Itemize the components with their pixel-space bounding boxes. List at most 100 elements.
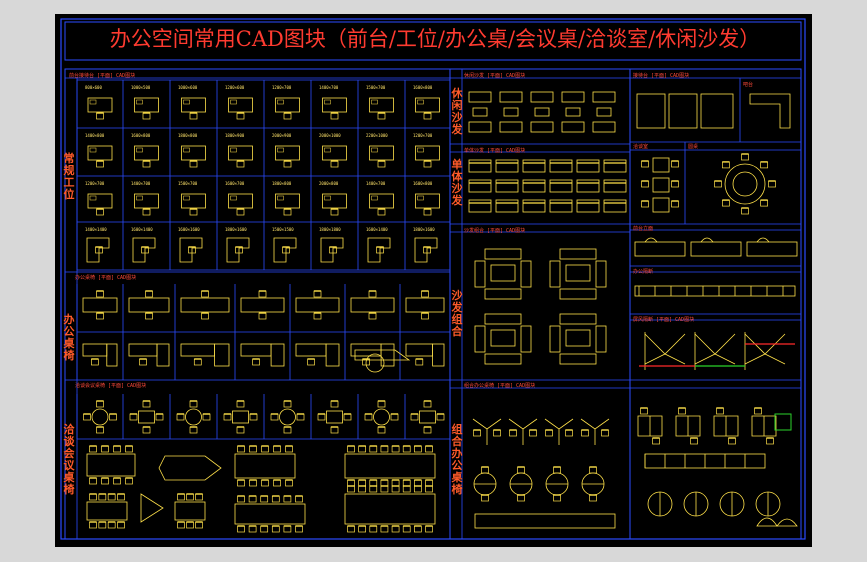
desk-size-label: 1800×1600 [413, 227, 435, 232]
single-sofa-symbol [495, 199, 519, 213]
monitor-symbol [277, 147, 284, 153]
monitor-symbol [371, 99, 378, 105]
chair-symbol [423, 160, 432, 168]
chair-symbol [716, 407, 724, 415]
monitor-symbol [324, 147, 331, 153]
office-desk-symbol [128, 297, 170, 313]
chair-symbol [760, 199, 768, 207]
square-meeting-table [138, 410, 155, 424]
monitor-symbol [230, 195, 237, 201]
chair-symbol [145, 290, 153, 298]
lounge-sofa-symbol [652, 157, 670, 173]
desk-symbol [181, 145, 206, 161]
sofa-symbol [530, 121, 554, 133]
chair-symbol [139, 358, 147, 366]
desk-symbol [369, 145, 394, 161]
chair-symbol [261, 445, 269, 453]
chair-symbol [423, 426, 432, 434]
chair-symbol [109, 413, 117, 421]
desk-elevation [746, 241, 798, 257]
monitor-symbol [324, 99, 331, 105]
chair-symbol [155, 413, 164, 421]
monitor-symbol [230, 99, 237, 105]
chair-symbol [391, 479, 400, 487]
chair-symbol [258, 312, 267, 320]
coffee-table-symbol [565, 107, 581, 117]
single-sofa-symbol [522, 199, 546, 213]
chair-symbol [380, 445, 389, 453]
reception-desk [668, 93, 698, 129]
chair-symbol [295, 495, 303, 503]
single-sofa-symbol [468, 179, 492, 193]
exec-desk-symbol [354, 349, 411, 361]
chair-symbol [517, 466, 525, 474]
chair-symbol [283, 400, 292, 408]
sofa-symbol [561, 121, 585, 133]
desk-symbol [275, 193, 300, 209]
chair-symbol [509, 429, 517, 437]
screen-partition [644, 333, 686, 365]
chair-symbol [96, 400, 104, 408]
chair-symbol [565, 429, 573, 437]
chair-symbol [369, 479, 378, 487]
chair-symbol [273, 479, 281, 487]
chair-symbol [236, 400, 245, 408]
chair-symbol [195, 493, 203, 501]
desk-symbol [415, 193, 440, 209]
return-desk-symbol [214, 343, 230, 367]
desk-size-label: 1000×600 [178, 85, 198, 90]
desk-size-label: 1800×800 [272, 181, 292, 186]
section-title-front-desk: 前台接待台 [平面] CAD图块 [69, 73, 136, 79]
cad-drawing-sheet: 办公空间常用CAD图块（前台/工位/办公桌/会议桌/洽谈室/休闲沙发） 前台接待… [55, 14, 812, 547]
chair-symbol [261, 479, 269, 487]
desk-elevation [634, 241, 686, 257]
reception-desk [636, 93, 666, 129]
chair-symbol [201, 290, 209, 298]
lounge-chair-symbol [756, 517, 778, 527]
chair-symbol [741, 207, 749, 215]
l-desk-symbol [86, 237, 110, 263]
office-desk-symbol [128, 343, 158, 357]
desk-size-label: 2000×1000 [319, 133, 341, 138]
chair-symbol [425, 485, 433, 493]
sofa-symbol [561, 91, 585, 103]
chair-symbol [368, 290, 377, 298]
counter-symbol [749, 93, 791, 129]
chair-symbol [283, 160, 292, 168]
sofa-arm [474, 325, 486, 353]
desk-size-label: 1600×1400 [366, 227, 388, 232]
chair-symbol [481, 466, 489, 474]
desk-symbol [415, 97, 440, 113]
chair-symbol [380, 525, 389, 533]
chair-symbol [96, 160, 104, 168]
conference-table [86, 453, 136, 477]
single-sofa-symbol [576, 199, 600, 213]
monitor-symbol [136, 195, 143, 201]
office-desk-symbol [82, 297, 118, 313]
chair-symbol [414, 525, 422, 533]
desk-size-label: 1400×800 [85, 133, 105, 138]
section-title-meeting-room: 洽谈室 [633, 144, 649, 150]
chair-symbol [402, 525, 411, 533]
chair-symbol [545, 429, 553, 437]
chair-symbol [189, 426, 198, 434]
chair-symbol [421, 290, 429, 298]
chair-symbol [414, 485, 422, 493]
cluster-workstation [637, 415, 663, 437]
desk-size-label: 1800×1600 [225, 227, 247, 232]
chair-symbol [107, 493, 116, 501]
chair-symbol [142, 112, 151, 120]
desk-size-label: 1200×700 [272, 85, 292, 90]
conference-table [234, 503, 306, 525]
office-desk-symbol [180, 297, 230, 313]
chair-symbol [553, 466, 561, 474]
sofa-combo [559, 248, 597, 260]
chair-symbol [414, 479, 422, 487]
round-table-inner [732, 171, 758, 197]
chair-symbol [589, 494, 597, 502]
conference-table [344, 493, 436, 525]
sofa-symbol [592, 121, 616, 133]
section-title-single-sofa: 单体沙发 [平面] CAD图块 [464, 148, 526, 154]
chair-symbol [96, 312, 104, 320]
chair-symbol [117, 493, 125, 501]
